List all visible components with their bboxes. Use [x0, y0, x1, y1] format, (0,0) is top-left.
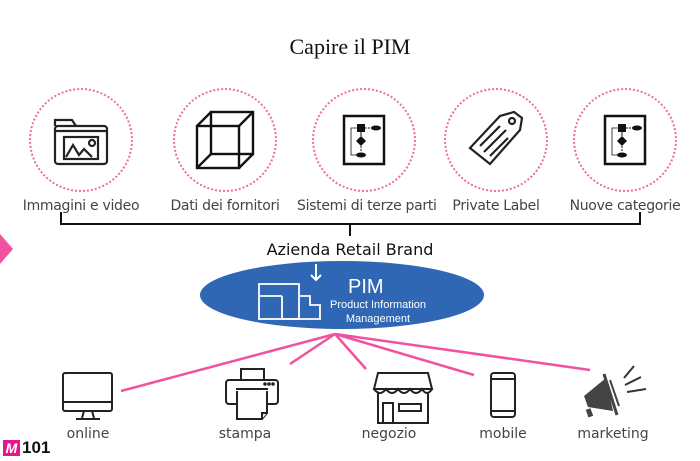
page-title: Capire il PIM — [289, 34, 411, 59]
folder-image-icon — [53, 118, 109, 166]
desktop-monitor-icon — [62, 372, 113, 420]
connector-online — [120, 332, 336, 393]
smartphone-icon — [490, 372, 516, 418]
dotted-circle — [312, 88, 416, 192]
store-icon — [372, 372, 434, 424]
logo-text: 101 — [22, 438, 51, 457]
source-label: Dati dei fornitori — [170, 198, 280, 214]
flowchart-icon — [603, 114, 647, 166]
source-item: Immagini e video — [22, 88, 140, 214]
channel-label: mobile — [479, 426, 527, 442]
m101-logo: M 101 — [3, 438, 50, 458]
down-arrow-icon — [310, 264, 322, 282]
pim-subtitle: Product Information Management — [312, 298, 444, 326]
pim-subtitle-line2: Management — [345, 313, 411, 325]
channel-label: negozio — [361, 426, 417, 442]
cube-icon — [195, 110, 255, 170]
logo-mark: M — [3, 440, 20, 456]
channel-label: marketing — [577, 426, 649, 442]
source-item: Sistemi di terze parti — [297, 88, 437, 214]
source-label: Immagini e video — [22, 198, 140, 214]
source-label: Private Label — [452, 198, 540, 214]
channel-item: stampa — [200, 424, 290, 442]
flowchart-icon — [342, 114, 386, 166]
source-item: Private Label — [437, 88, 555, 214]
source-label: Sistemi di terze parti — [297, 198, 437, 214]
source-item: Nuove categorie — [566, 88, 684, 214]
channel-item: online — [43, 424, 133, 442]
pim-title: PIM — [348, 276, 384, 298]
product-blocks-icon — [258, 283, 321, 320]
connector-marketing — [334, 332, 591, 372]
company-label: Azienda Retail Brand — [266, 240, 434, 259]
dotted-circle — [29, 88, 133, 192]
connector-negozio — [334, 333, 367, 370]
megaphone-icon — [584, 365, 647, 418]
source-item: Dati dei fornitori — [166, 88, 284, 214]
pim-subtitle-line1: Product Information — [330, 299, 426, 311]
channel-item: marketing — [568, 424, 658, 442]
channel-label: stampa — [218, 426, 272, 442]
pink-arrow-decoration — [0, 234, 13, 264]
dotted-circle — [444, 88, 548, 192]
printer-icon — [225, 368, 279, 420]
channel-item: mobile — [458, 424, 548, 442]
dotted-circle — [173, 88, 277, 192]
connector-stampa — [289, 332, 336, 366]
dotted-circle — [573, 88, 677, 192]
channel-connectors — [120, 332, 591, 393]
tag-icon — [468, 110, 524, 166]
pim-ellipse[interactable] — [200, 261, 484, 329]
source-label: Nuove categorie — [569, 198, 681, 214]
channel-label: online — [66, 426, 110, 442]
channel-item: negozio — [344, 424, 434, 442]
connector-mobile — [334, 332, 475, 377]
